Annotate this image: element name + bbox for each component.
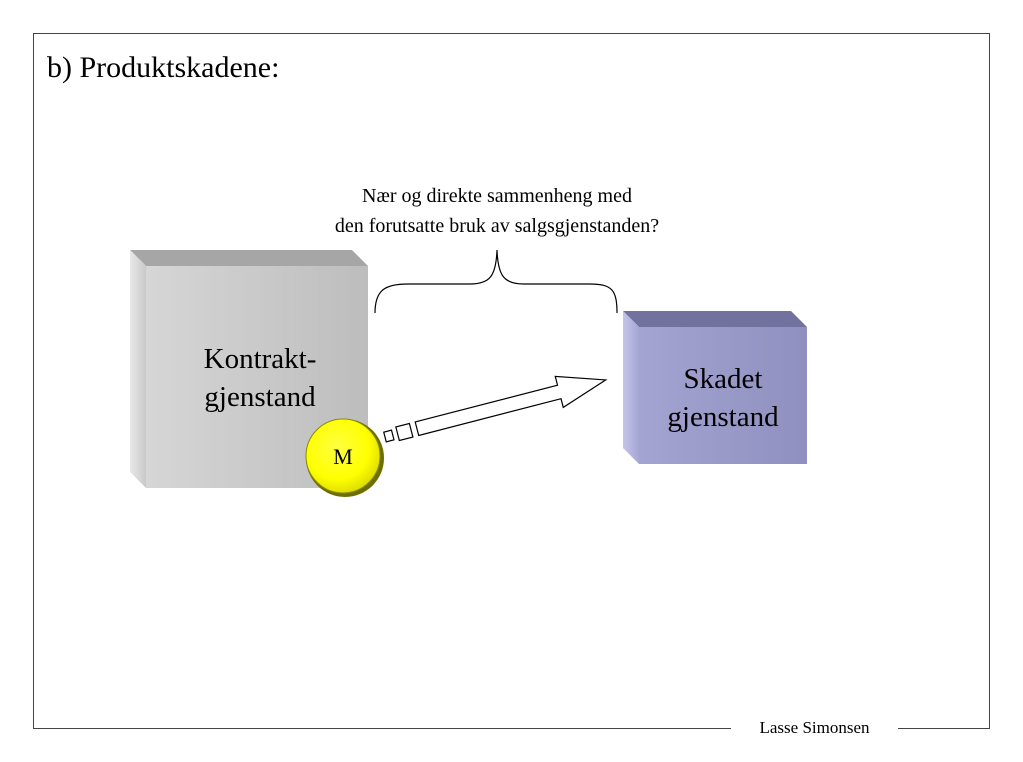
causal-arrow — [383, 375, 608, 443]
arrow-stripe-2 — [395, 422, 414, 442]
contract-box-top — [130, 250, 368, 266]
connection-brace — [374, 249, 618, 314]
slide-frame — [33, 33, 990, 729]
defect-marker-label: M — [333, 444, 353, 469]
damaged-box-face — [639, 327, 807, 464]
damaged-box-label-line1: Skadet — [684, 363, 763, 395]
damaged-box-label-line2: gjenstand — [667, 401, 779, 433]
damaged-box-side — [623, 311, 639, 464]
footer-author: Lasse Simonsen — [759, 718, 870, 737]
contract-box-side — [130, 250, 146, 488]
damaged-object-box: Skadet gjenstand — [623, 311, 807, 464]
footer-divider-right — [898, 728, 989, 729]
defect-marker-circle — [305, 418, 381, 494]
footer-divider-left — [33, 728, 731, 729]
question-line2: den forutsatte bruk av salgsgjenstanden? — [335, 215, 659, 237]
arrow-stripe-1 — [383, 429, 395, 443]
arrow-body — [414, 375, 608, 437]
question-line1: Nær og direkte sammenheng med — [362, 185, 632, 207]
damaged-box-top — [623, 311, 807, 327]
contract-box-label-line1: Kontrakt- — [204, 343, 317, 375]
defect-marker: M — [305, 418, 384, 497]
contract-box-label-line2: gjenstand — [204, 381, 316, 413]
slide-title: b) Produktskadene: — [47, 51, 280, 84]
